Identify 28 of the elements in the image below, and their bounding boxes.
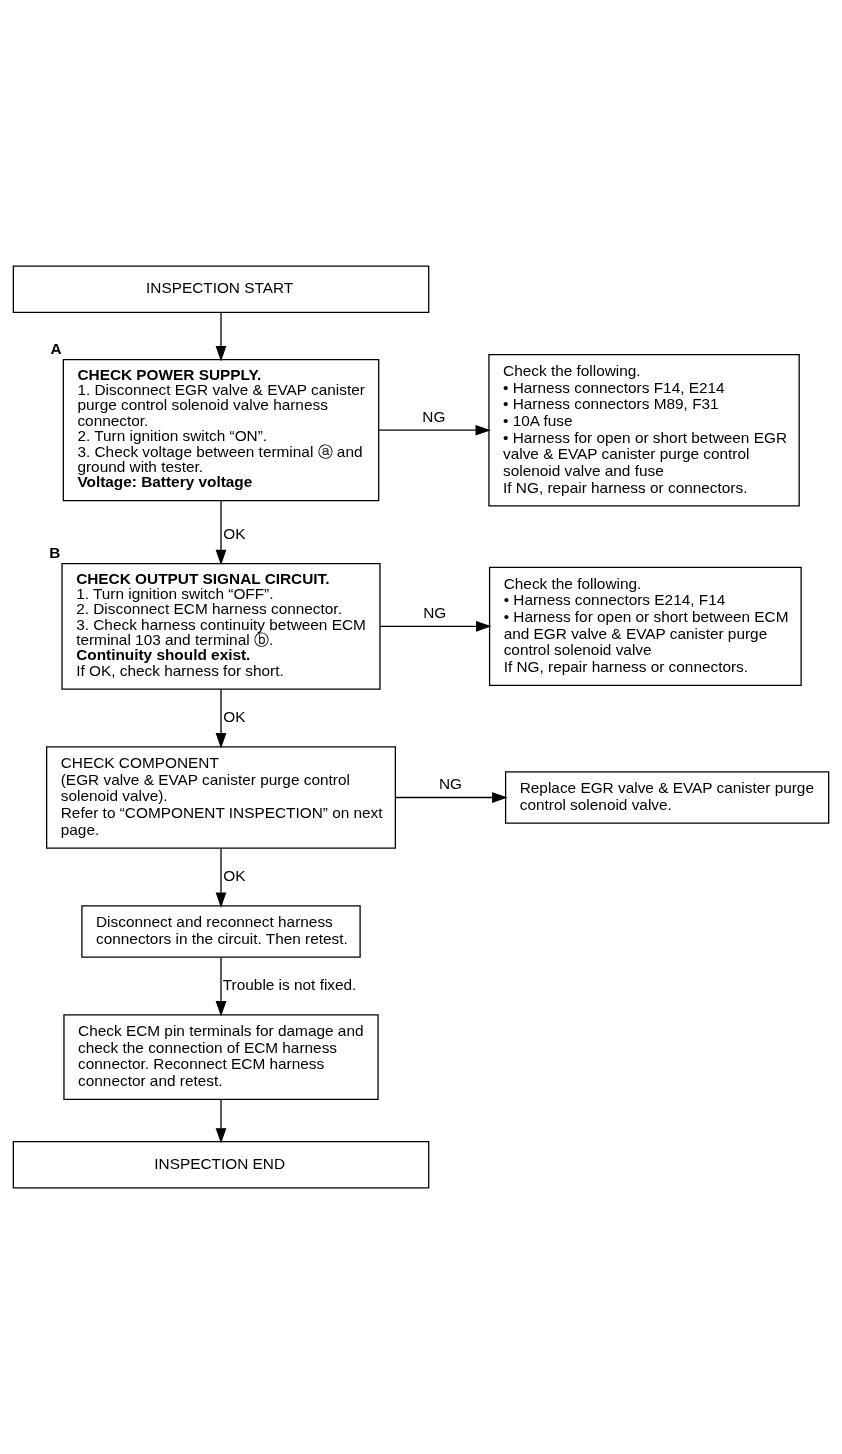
arrow xyxy=(215,500,227,566)
node-box: CHECK OUTPUT SIGNAL CIRCUIT. 1. Turn ignition switch “OFF”. 2. Disconnect ECM harness connector. 3. Check harness continuity between ECM terminal 103 and terminal ⓑ. Continuity should exist. If OK, check harness for short. xyxy=(61,562,381,690)
arrow xyxy=(215,847,227,908)
node-box: Check the following. • Harness connectors F14, E214 • Harness connectors M89, F31 • 10A fuse • Harness for open or short between EGR valve & EVAP canister purge control solenoid valve and fuse If NG, repair harness or connectors. xyxy=(488,353,800,507)
edge-label: OK xyxy=(223,524,246,542)
edge-label: OK xyxy=(223,708,246,725)
arrow xyxy=(378,424,491,436)
node-box: Check ECM pin terminals for damage and check the connection of ECM harness connector. Reconnect ECM harness connector and retest. xyxy=(63,1014,379,1101)
edge-label: NG xyxy=(438,775,463,793)
node-label: A xyxy=(50,340,62,358)
edge-label: Trouble is not fixed. xyxy=(222,975,357,993)
node-box: INSPECTION END xyxy=(12,1141,430,1189)
node-label: B xyxy=(49,543,61,561)
arrow xyxy=(215,312,227,362)
node-box: Replace EGR valve & EVAP canister purge control solenoid valve. xyxy=(504,771,830,824)
arrow xyxy=(394,792,508,803)
node-box: Check the following. • Harness connectors E214, F14 • Harness for open or short between ECM and EGR valve & EVAP canister purge control solenoid valve If NG, repair harness or connectors. xyxy=(488,566,802,686)
arrow xyxy=(215,688,227,749)
node-box: Disconnect and reconnect harness connectors in the circuit. Then retest. xyxy=(81,905,361,958)
edge-label: NG xyxy=(422,408,446,426)
arrow xyxy=(215,957,227,1017)
node-box: CHECK COMPONENT (EGR valve & EVAP canister purge control solenoid valve). Refer to “COMPONENT INSPECTION” on next page. xyxy=(46,746,396,849)
node-box: INSPECTION START xyxy=(12,265,430,313)
arrow xyxy=(215,1099,227,1144)
edge-label: NG xyxy=(423,604,447,622)
arrow xyxy=(379,620,492,632)
edge-label: OK xyxy=(223,866,246,884)
node-box: CHECK POWER SUPPLY. 1. Disconnect EGR valve & EVAP canister purge control solenoid valve harness connector. 2. Turn ignition switch “ON”. 3. Check voltage between terminal ⓐ and ground with tester. Voltage: Battery voltage xyxy=(62,359,380,502)
